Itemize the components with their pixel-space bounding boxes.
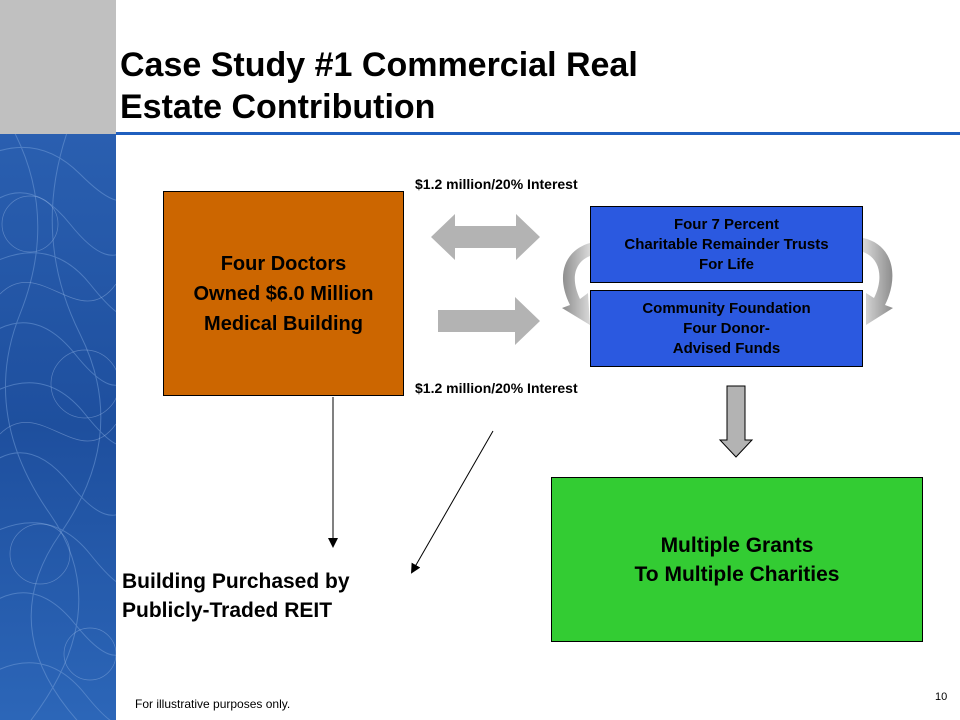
reit-purchase-text: Building Purchased by Publicly-Traded RE… — [122, 567, 350, 625]
title-underline — [116, 132, 960, 135]
footnote: For illustrative purposes only. — [135, 697, 291, 711]
down-arrow-icon — [718, 385, 754, 458]
community-foundation-box: Community Foundation Four Donor- Advised… — [590, 290, 863, 367]
doctors-box-line-2: Owned $6.0 Million — [193, 282, 374, 305]
grants-box-line-2: To Multiple Charities — [634, 562, 840, 586]
doctors-box-line-1: Four Doctors — [220, 252, 347, 275]
right-curved-arrow-icon — [863, 238, 893, 325]
sidebar-pattern — [0, 134, 116, 720]
sidebar-gray-block — [0, 0, 116, 134]
connector-line-trust-to-reit — [411, 430, 494, 574]
left-curved-arrow-icon — [562, 243, 590, 325]
crt-box-line-1: Four 7 Percent — [673, 215, 779, 233]
crt-box-line-2: Charitable Remainder Trusts — [624, 235, 829, 253]
foundation-box-line-2: Four Donor- — [683, 319, 770, 337]
doctors-box-line-3: Medical Building — [204, 312, 363, 335]
slide-title-line-1: Case Study #1 Commercial Real — [120, 46, 638, 84]
right-arrow-icon — [438, 297, 540, 345]
reit-line-2: Publicly-Traded REIT — [122, 599, 333, 622]
charitable-remainder-trusts-box: Four 7 Percent Charitable Remainder Trus… — [590, 206, 863, 283]
slide-title-line-2: Estate Contribution — [120, 88, 436, 126]
reit-line-1: Building Purchased by — [122, 570, 350, 593]
foundation-box-line-1: Community Foundation — [642, 299, 811, 317]
slide-title: Case Study #1 Commercial Real Estate Con… — [120, 44, 880, 128]
interest-label-top: $1.2 million/20% Interest — [415, 176, 578, 192]
page-number: 10 — [935, 691, 948, 703]
crt-box-line-3: For Life — [698, 255, 754, 273]
doctors-building-box: Four Doctors Owned $6.0 Million Medical … — [163, 191, 404, 396]
interest-label-bottom: $1.2 million/20% Interest — [415, 380, 578, 396]
foundation-box-line-3: Advised Funds — [672, 339, 781, 357]
sidebar-pattern-graphic — [0, 134, 116, 720]
grants-box: Multiple Grants To Multiple Charities — [551, 477, 923, 642]
double-arrow-icon — [431, 214, 540, 260]
grants-box-line-1: Multiple Grants — [660, 533, 814, 557]
